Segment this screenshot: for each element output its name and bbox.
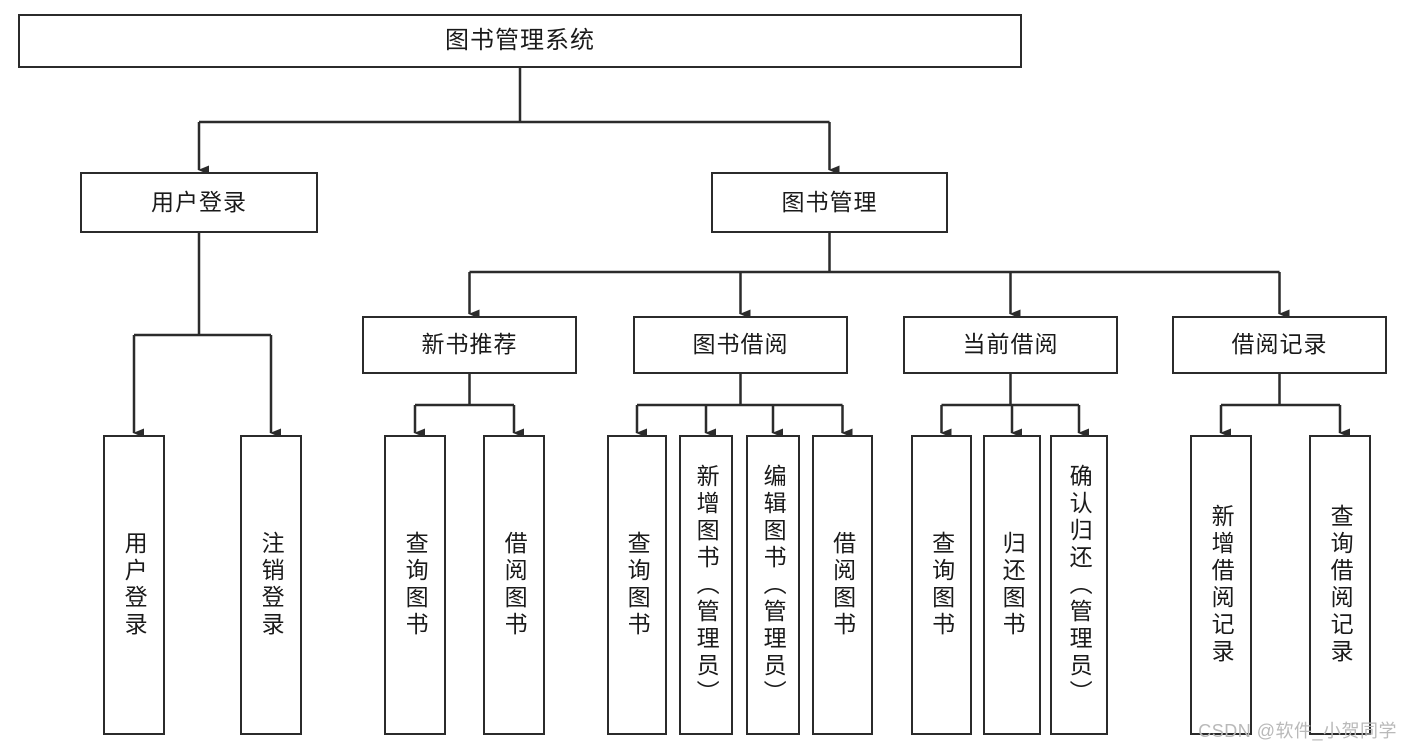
node-label: 图书借阅 [692,331,789,358]
node-l-addbook[interactable]: 新增图书（管理员） [679,435,733,735]
node-l-qbook2[interactable]: 查询图书 [607,435,667,735]
node-label: 用户登录 [151,188,247,215]
node-l-qrec[interactable]: 查询借阅记录 [1309,435,1371,735]
node-l-retbook[interactable]: 归还图书 [983,435,1041,735]
node-label: 借阅图书 [829,531,856,639]
edge-group [132,68,1350,438]
node-l-confirm[interactable]: 确认归还（管理员） [1050,435,1108,735]
node-records[interactable]: 借阅记录 [1172,316,1387,374]
node-l-addrec[interactable]: 新增借阅记录 [1190,435,1252,735]
node-root[interactable]: 图书管理系统 [18,14,1022,68]
node-current[interactable]: 当前借阅 [903,316,1118,374]
node-label: 查询图书 [624,531,651,639]
node-l-editbook[interactable]: 编辑图书（管理员） [746,435,800,735]
node-label: 归还图书 [999,531,1026,639]
node-label: 图书管理 [781,188,878,215]
node-label: 借阅记录 [1231,331,1328,358]
node-label: 注销登录 [258,531,285,639]
node-label: 新增图书（管理员） [693,463,720,707]
node-l-qbook3[interactable]: 查询图书 [911,435,972,735]
node-label: 新增借阅记录 [1208,504,1235,666]
node-label: 查询图书 [928,531,955,639]
node-l-logout[interactable]: 注销登录 [240,435,302,735]
node-l-bbook2[interactable]: 借阅图书 [812,435,873,735]
node-label: 图书管理系统 [445,26,595,54]
node-label: 借阅图书 [501,531,528,639]
node-label: 确认归还（管理员） [1066,463,1093,707]
node-label: 查询图书 [402,531,429,639]
node-label: 新书推荐 [421,331,518,358]
node-bookmgmt[interactable]: 图书管理 [711,172,948,233]
watermark-text: CSDN @软件_小贺同学 [1198,721,1397,741]
node-borrow[interactable]: 图书借阅 [633,316,848,374]
node-l-qbook1[interactable]: 查询图书 [384,435,446,735]
node-l-login[interactable]: 用户登录 [103,435,165,735]
node-newrec[interactable]: 新书推荐 [362,316,577,374]
node-label: 查询借阅记录 [1327,504,1354,666]
node-label: 编辑图书（管理员） [760,463,787,707]
node-label: 用户登录 [121,531,148,639]
node-login[interactable]: 用户登录 [80,172,318,233]
node-label: 当前借阅 [962,331,1059,358]
node-l-bbook1[interactable]: 借阅图书 [483,435,545,735]
